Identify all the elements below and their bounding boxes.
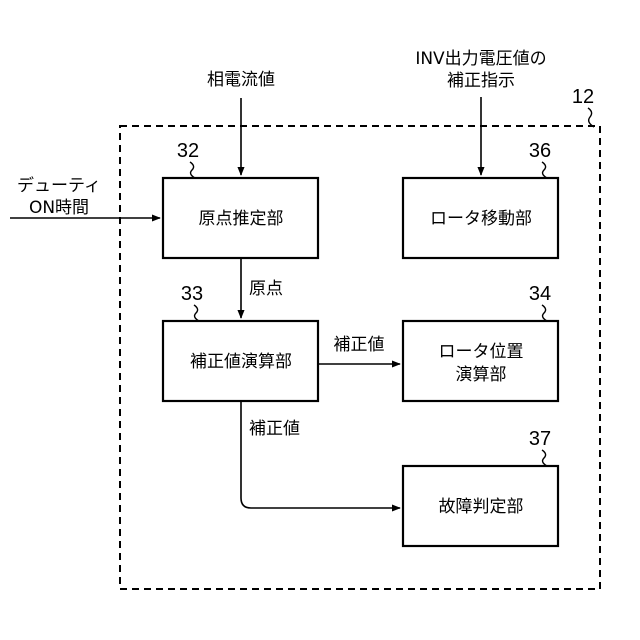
controller-ref-number: 12 <box>572 86 594 108</box>
origin-estimation-ref: 32 <box>177 140 199 162</box>
rotor-moving-ref: 36 <box>529 140 551 162</box>
correction-to-fault-arrow <box>241 401 400 508</box>
duty-label-line1: デューティ <box>17 175 101 196</box>
rotor-position-label-line2: 演算部 <box>456 365 507 385</box>
controller-leader-line <box>588 108 594 127</box>
rotor-position-leader <box>542 305 547 321</box>
correction-calc-label: 補正値演算部 <box>190 352 292 372</box>
origin-estimation-label: 原点推定部 <box>199 209 284 229</box>
origin-signal-label: 原点 <box>249 279 283 299</box>
inv-label-line1: INV出力電圧値の <box>415 49 546 69</box>
correction-to-rotor-label: 補正値 <box>334 335 385 355</box>
fault-judgment-leader <box>542 450 547 466</box>
rotor-moving-label: ロータ移動部 <box>430 209 532 229</box>
fault-judgment-label: 故障判定部 <box>439 497 524 517</box>
inv-label-line2: 補正指示 <box>447 71 515 91</box>
correction-calc-leader <box>194 305 199 321</box>
rotor-position-label-line1: ロータ位置 <box>439 342 524 362</box>
rotor-moving-leader <box>542 162 547 178</box>
origin-estimation-leader <box>190 162 195 178</box>
rotor-position-ref: 34 <box>529 283 551 305</box>
correction-to-fault-label: 補正値 <box>249 419 300 439</box>
phase-current-label: 相電流値 <box>207 70 275 90</box>
correction-calc-ref: 33 <box>181 283 203 305</box>
fault-judgment-ref: 37 <box>529 428 551 450</box>
duty-label-line2: ON時間 <box>29 198 89 218</box>
